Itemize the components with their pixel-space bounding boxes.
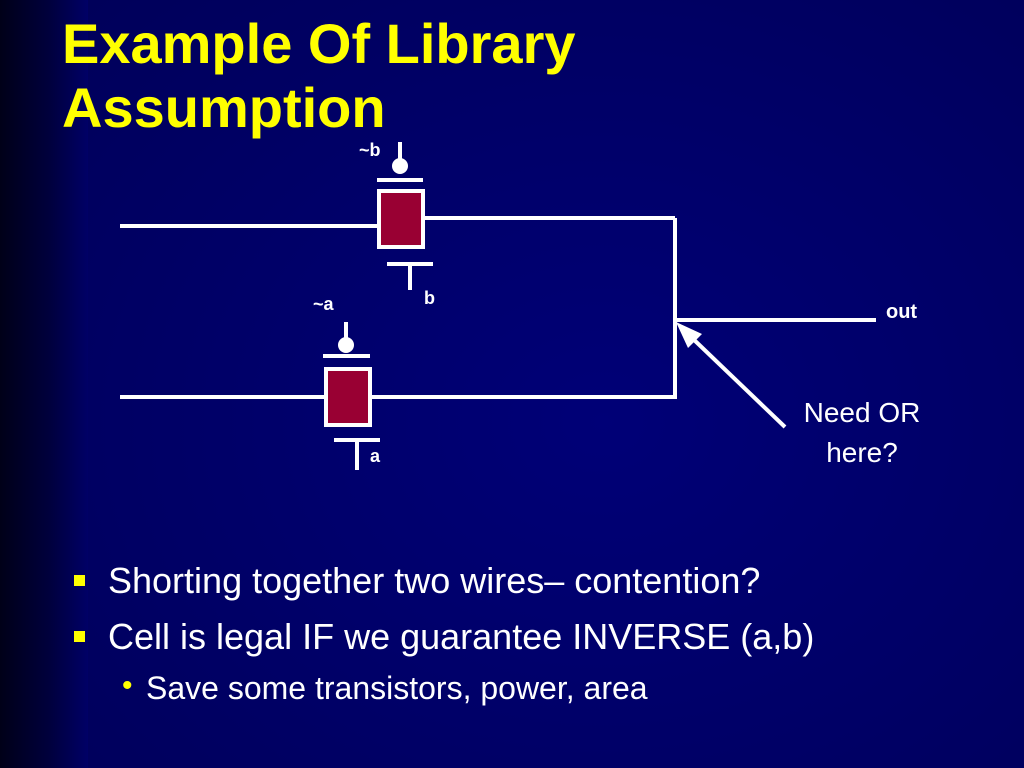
callout-arrow	[676, 322, 787, 429]
round-bullet-icon: •	[122, 669, 133, 702]
bullet-item: Cell is legal IF we guarantee INVERSE (a…	[70, 612, 1010, 662]
square-bullet-icon	[74, 575, 85, 586]
top-transistor-body	[377, 189, 425, 249]
bottom-inversion-bubble	[338, 337, 354, 353]
top-inversion-bubble	[392, 158, 408, 174]
bullet-text: Shorting together two wires– contention?	[108, 560, 761, 601]
callout-line-2: here?	[826, 437, 898, 468]
label-out: out	[886, 301, 917, 323]
bullet-text: Cell is legal IF we guarantee INVERSE (a…	[108, 616, 815, 657]
label-a: a	[370, 446, 381, 466]
bottom-transistor: ~a a	[120, 294, 675, 470]
sub-bullet-item: • Save some transistors, power, area	[70, 668, 1010, 708]
slide-title: Example Of Library Assumption	[62, 12, 576, 139]
bottom-transistor-body	[324, 367, 372, 427]
slide-background	[88, 0, 1024, 768]
arrow-shaft	[688, 334, 787, 429]
label-b: b	[424, 288, 435, 308]
label-not-a: ~a	[313, 294, 335, 314]
bullet-item: Shorting together two wires– contention?	[70, 556, 1010, 606]
sub-bullet-text: Save some transistors, power, area	[146, 670, 648, 706]
bullet-list: Shorting together two wires– contention?…	[70, 556, 1010, 708]
top-transistor: ~b b	[120, 140, 675, 308]
square-bullet-icon	[74, 631, 85, 642]
arrow-head	[676, 322, 702, 348]
label-not-b: ~b	[359, 140, 381, 160]
left-gradient-band	[0, 0, 88, 768]
callout-line-1: Need OR	[804, 397, 921, 428]
